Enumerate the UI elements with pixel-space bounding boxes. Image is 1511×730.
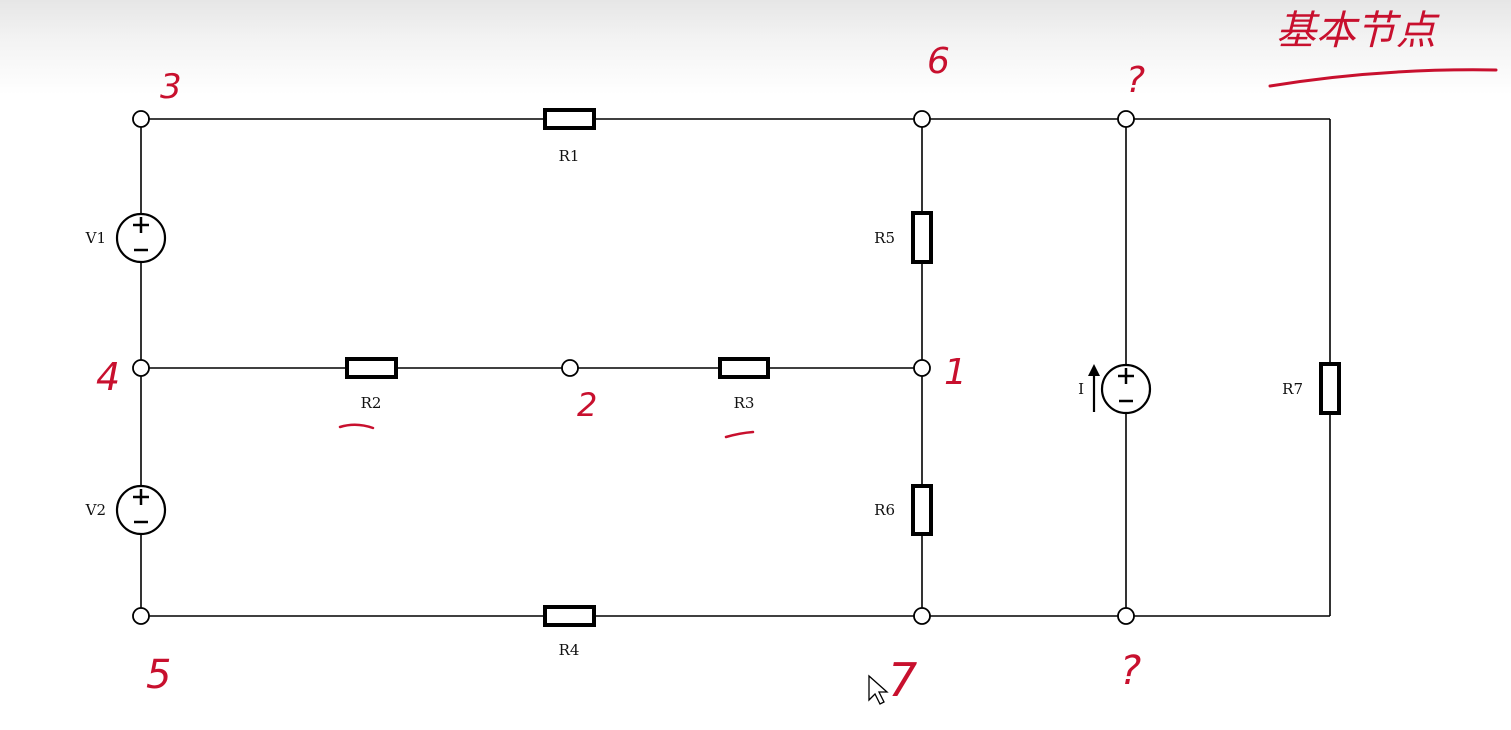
resistor-r7-label: R7: [1282, 380, 1303, 398]
node-2: [561, 359, 579, 377]
resistor-r1: R1: [543, 108, 596, 165]
mouse-cursor-icon: [868, 674, 889, 705]
arrow-up-icon-head: [1088, 364, 1100, 376]
resistor-r4-label: R4: [559, 641, 580, 659]
resistor-r4: R4: [543, 605, 596, 659]
handwritten-node-7: 7: [888, 653, 917, 707]
handwritten-node-6: 6: [927, 41, 950, 82]
node-5: [132, 607, 150, 625]
voltage-source-v2-body: [115, 484, 167, 536]
node-4: [132, 359, 150, 377]
node-3: [132, 110, 150, 128]
voltage-source-v1-body: [115, 212, 167, 264]
resistor-r1-label: R1: [559, 147, 580, 165]
resistor-r3-body: [718, 357, 770, 379]
handwritten-node-2: 2: [577, 386, 597, 424]
current-source-i-body: [1100, 363, 1152, 415]
handwritten-question-top: ?: [1126, 60, 1145, 101]
handwritten-annotation-text: 基本节点: [1276, 8, 1440, 54]
handwritten-question-bottom: ?: [1120, 648, 1141, 694]
handwritten-node-1: 1: [944, 352, 967, 393]
tick-mark-r2: [338, 423, 375, 430]
resistor-r3: R3: [718, 357, 770, 412]
resistor-r6-label: R6: [874, 501, 895, 519]
resistor-r3-label: R3: [734, 394, 755, 412]
voltage-source-v1-label: V1: [85, 229, 106, 247]
handwritten-node-4: 4: [96, 355, 120, 399]
resistor-r6: R6: [874, 484, 933, 536]
resistor-r5-body: [911, 211, 933, 264]
resistor-r4-body: [543, 605, 596, 627]
resistor-r2: R2: [345, 357, 398, 412]
resistor-r6-body: [911, 484, 933, 536]
node-1: [913, 359, 931, 377]
resistor-r2-label: R2: [361, 394, 382, 412]
resistor-r7-body: [1319, 362, 1341, 415]
current-source-i: I: [1078, 363, 1152, 415]
handwritten-underline: [1268, 68, 1498, 88]
node-7: [913, 607, 931, 625]
node-6: [913, 110, 931, 128]
current-source-i-label: I: [1078, 380, 1084, 398]
voltage-source-v2-label: V2: [85, 501, 106, 519]
node-top-unknown: [1117, 110, 1135, 128]
handwritten-node-5: 5: [146, 652, 171, 698]
resistor-r1-body: [543, 108, 596, 130]
resistor-r5: R5: [874, 211, 933, 264]
resistor-r7: R7: [1282, 362, 1341, 415]
tick-mark-r3: [724, 430, 755, 439]
node-bottom-unknown: [1117, 607, 1135, 625]
voltage-source-v2: V2: [85, 484, 167, 536]
resistor-r2-body: [345, 357, 398, 379]
voltage-source-v1: V1: [85, 212, 167, 264]
resistor-r5-label: R5: [874, 229, 895, 247]
nodes: [132, 110, 1135, 625]
handwritten-annotations: 3 6 ? 4 2 1 5 7 ? 基本节点: [96, 8, 1498, 707]
handwritten-node-3: 3: [160, 67, 182, 107]
